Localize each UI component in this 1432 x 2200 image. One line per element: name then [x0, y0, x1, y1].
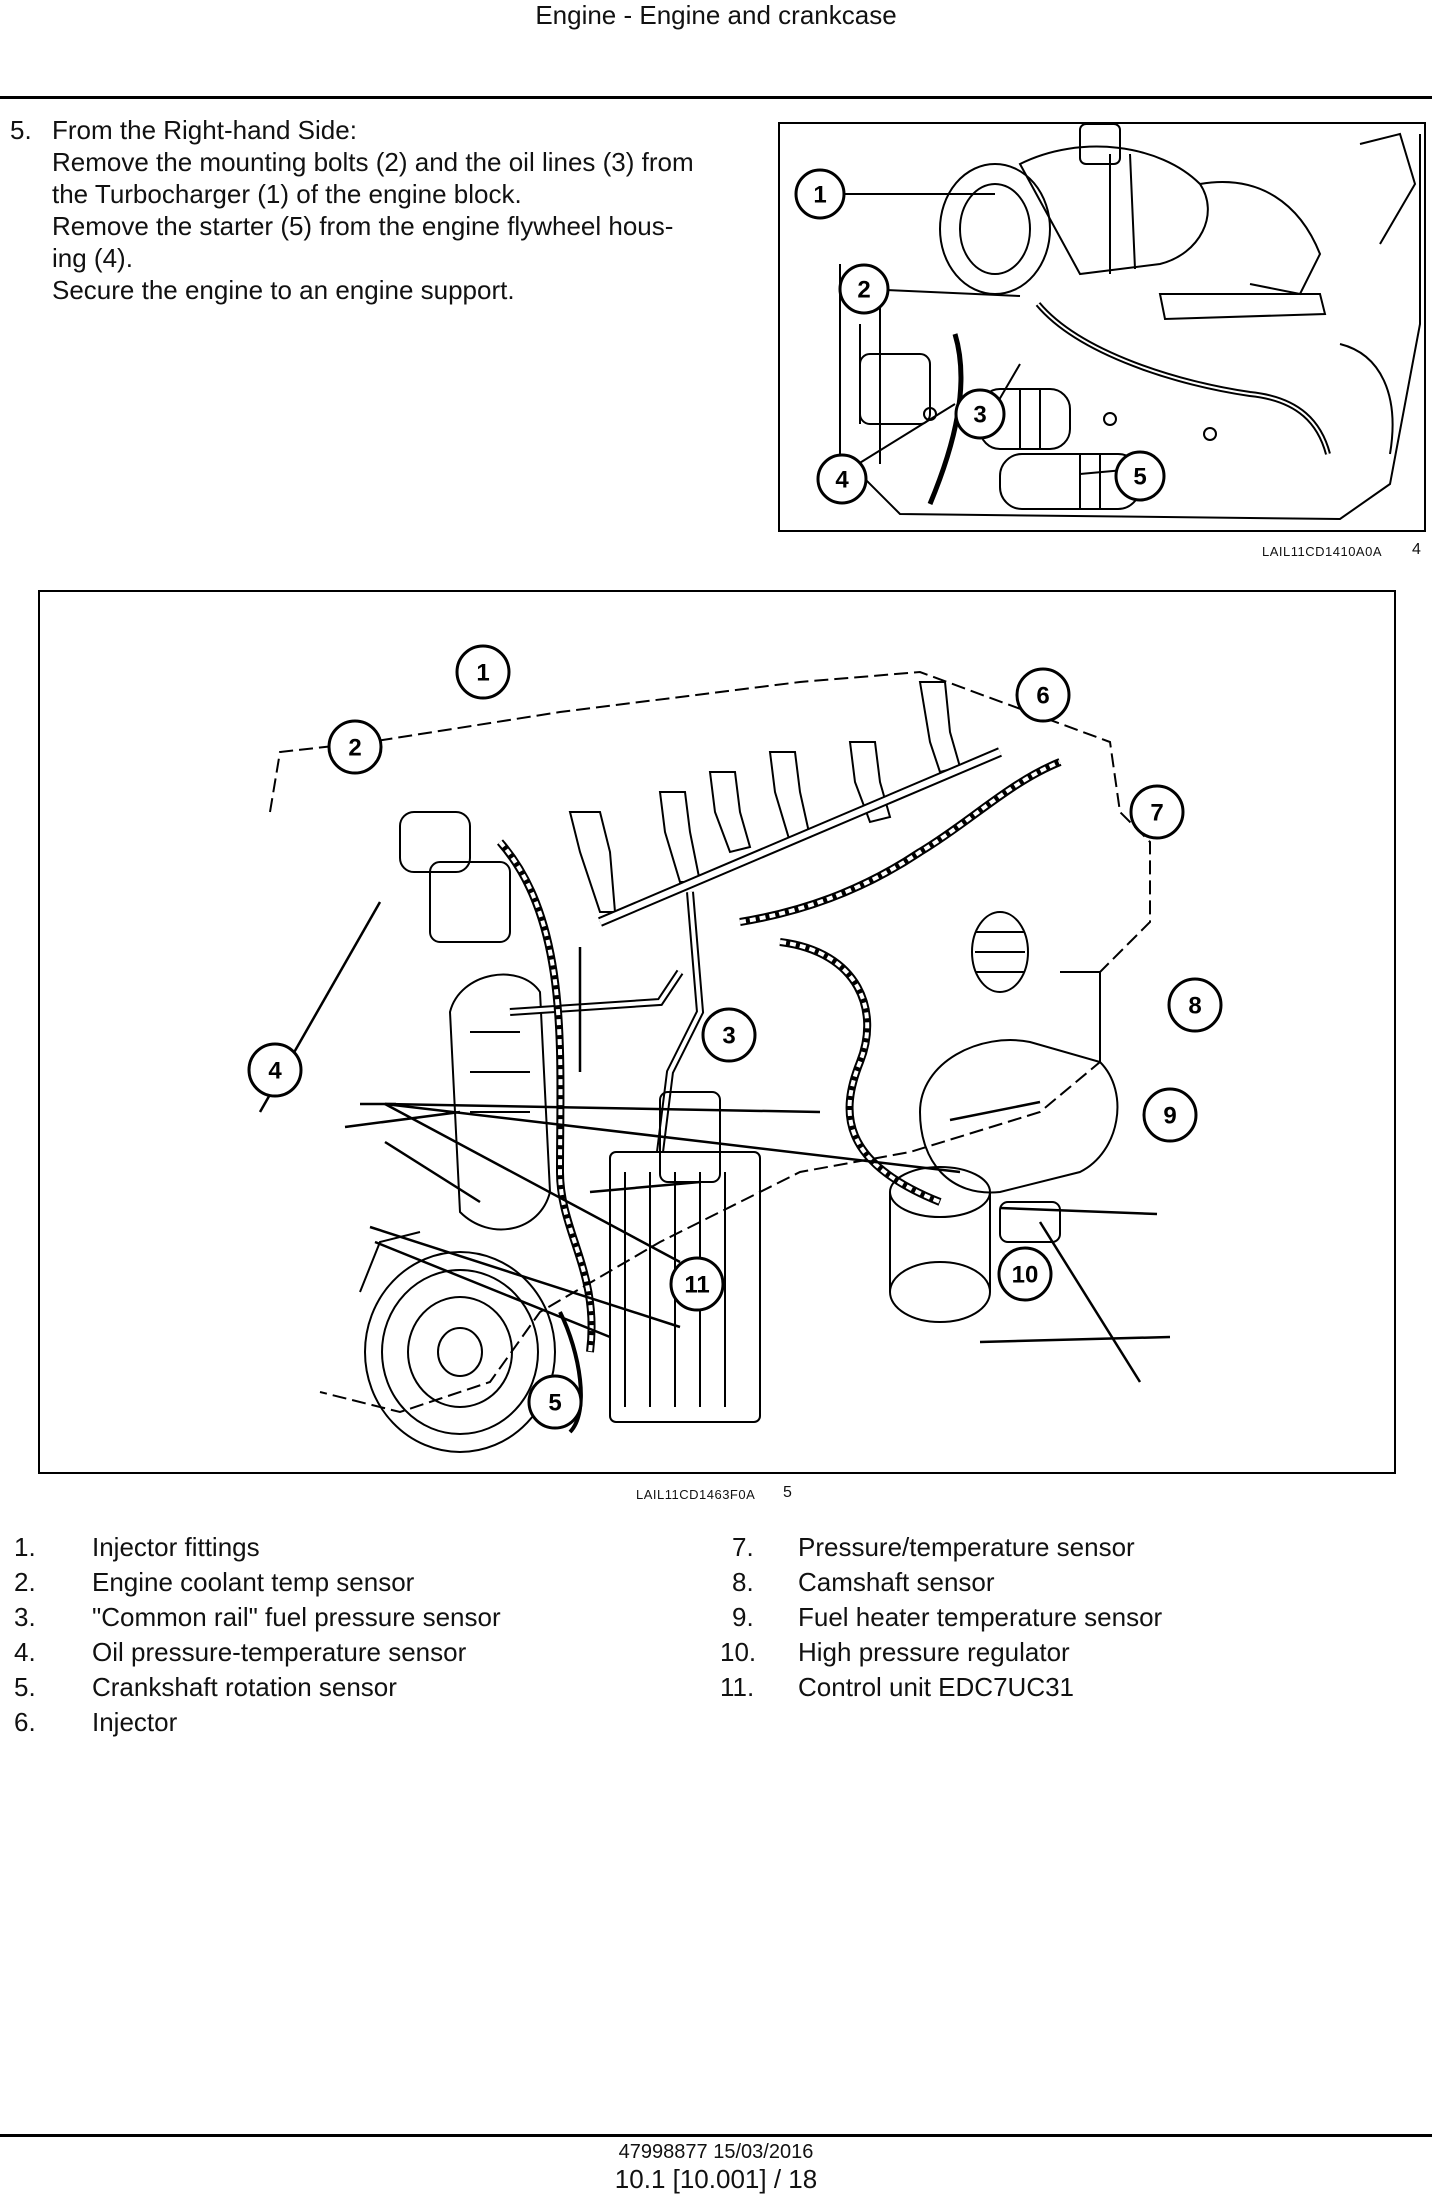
svg-text:2: 2: [857, 277, 870, 304]
callout-5: 5: [527, 1374, 583, 1430]
callout-10: 10: [997, 1246, 1053, 1302]
svg-text:6: 6: [1036, 683, 1049, 710]
svg-text:8: 8: [1188, 993, 1201, 1020]
svg-text:4: 4: [268, 1058, 282, 1085]
legend-item: 3."Common rail" fuel pressure sensor: [14, 1602, 501, 1632]
legend-item: 7.Pressure/temperature sensor: [732, 1532, 1135, 1562]
footer-page-ref: 10.1 [10.001] / 18: [614, 2164, 818, 2194]
callout-1: 1: [794, 168, 846, 220]
callout-9: 9: [1142, 1087, 1198, 1143]
callout-1: 1: [455, 644, 511, 700]
figure1-caption-code: LAIL11CD1410A0A: [1262, 544, 1383, 559]
callout-5: 5: [1114, 450, 1166, 502]
callout-4: 4: [247, 1042, 303, 1098]
callout-7: 7: [1129, 784, 1185, 840]
step-line: Remove the starter (5) from the engine f…: [52, 211, 674, 241]
callout-3: 3: [954, 388, 1006, 440]
step-line: From the Right-hand Side:: [52, 115, 357, 145]
callout-4: 4: [816, 453, 868, 505]
figure1-number: 4: [1412, 541, 1421, 558]
svg-text:11: 11: [684, 1272, 709, 1299]
svg-text:1: 1: [476, 660, 489, 687]
legend-item: 1.Injector fittings: [14, 1532, 260, 1562]
legend-item: 6.Injector: [14, 1707, 178, 1737]
svg-text:1: 1: [813, 182, 826, 209]
legend-left-column: 1.Injector fittings 2.Engine coolant tem…: [14, 1530, 694, 1740]
legend-right-column: 7.Pressure/temperature sensor 8.Camshaft…: [720, 1530, 1380, 1705]
page-header: Engine - Engine and crankcase: [0, 0, 1432, 30]
footer-rule: [0, 2134, 1432, 2137]
legend-item: 11.Control unit EDC7UC31: [720, 1672, 1075, 1702]
footer-doc-info: 47998877 15/03/2016: [618, 2141, 814, 2163]
legend-item: 2.Engine coolant temp sensor: [14, 1567, 415, 1597]
step-line: ing (4).: [52, 243, 133, 273]
figure2-caption-code: LAIL11CD1463F0A: [636, 1487, 756, 1502]
step-line: Secure the engine to an engine support.: [52, 275, 515, 305]
legend-item: 9.Fuel heater temperature sensor: [732, 1602, 1163, 1632]
callout-3: 3: [701, 1007, 757, 1063]
header-rule: [0, 96, 1432, 99]
step-line: Remove the mounting bolts (2) and the oi…: [52, 147, 694, 177]
legend-item: 10.High pressure regulator: [720, 1637, 1070, 1667]
step-number: 5.: [10, 115, 32, 145]
svg-text:2: 2: [348, 735, 361, 762]
svg-text:5: 5: [548, 1390, 561, 1417]
svg-text:3: 3: [722, 1023, 735, 1050]
callout-8: 8: [1167, 977, 1223, 1033]
legend-item: 4.Oil pressure-temperature sensor: [14, 1637, 467, 1667]
legend-item: 8.Camshaft sensor: [732, 1567, 995, 1597]
svg-text:3: 3: [973, 402, 986, 429]
step-body: From the Right-hand Side: Remove the mou…: [52, 114, 750, 306]
figure2-number: 5: [783, 1484, 792, 1501]
step-line: the Turbocharger (1) of the engine block…: [52, 179, 522, 209]
svg-text:4: 4: [835, 467, 849, 494]
callout-11: 11: [669, 1256, 725, 1312]
instruction-step: 5. From the Right-hand Side: Remove the …: [10, 114, 750, 306]
svg-text:10: 10: [1012, 1262, 1039, 1289]
callout-2: 2: [838, 263, 890, 315]
svg-text:7: 7: [1150, 800, 1163, 827]
callout-6: 6: [1015, 667, 1071, 723]
page-title: Engine - Engine and crankcase: [535, 0, 897, 30]
figure-engine-sensors: 1 2 3 4 5 6 7 8 9 10 11: [38, 590, 1396, 1474]
engine-sensor-drawing: 1 2 3 4 5 6 7 8 9 10 11: [247, 644, 1223, 1453]
legend-item: 5.Crankshaft rotation sensor: [14, 1672, 397, 1702]
figure-turbocharger-starter: 1 2 3 4 5: [778, 122, 1426, 532]
svg-text:5: 5: [1133, 464, 1146, 491]
turbocharger-drawing: 1 2 3 4 5: [794, 124, 1421, 521]
callout-2: 2: [327, 719, 383, 775]
svg-text:9: 9: [1163, 1103, 1176, 1130]
